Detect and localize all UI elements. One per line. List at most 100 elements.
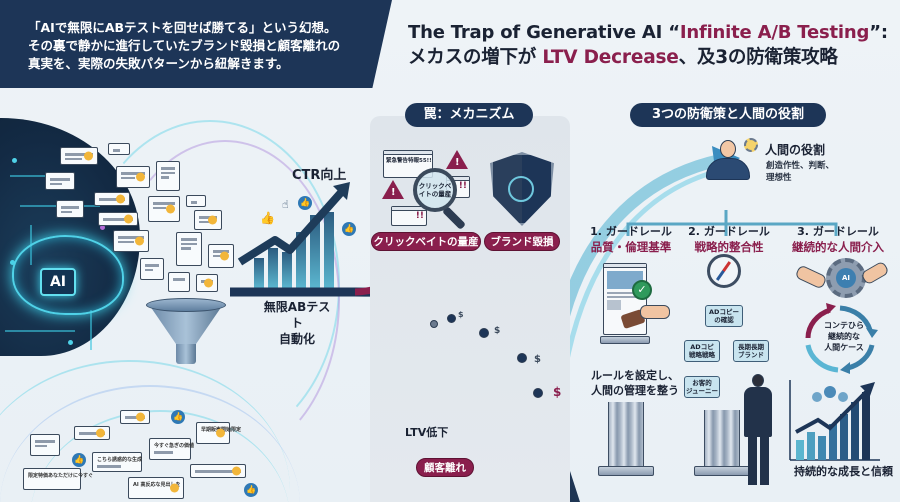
circuit-node <box>68 340 73 345</box>
businessman-body-icon <box>744 387 772 437</box>
title-line1-suffix: ”: <box>869 22 888 43</box>
chat-bubble <box>56 200 84 218</box>
chat-bubble <box>190 464 246 478</box>
chat-bubble <box>194 210 222 230</box>
rule-setting-text: ルールを設定し、 人間の管理を整う <box>591 369 679 397</box>
ai-gear-label: AI <box>836 268 856 288</box>
chat-bubble <box>113 230 149 252</box>
intro-line-2: その裏で静かに進行していたブランド毀損と顧客離れの <box>28 38 341 53</box>
circuit-node <box>12 158 17 163</box>
warning-icon <box>446 150 468 169</box>
chat-bubble <box>208 244 234 268</box>
chat-bubble: 早期販売開始限定 <box>196 422 241 444</box>
customer-icon <box>447 314 456 323</box>
dollar-icon: $ <box>494 326 501 336</box>
chat-bubble <box>196 274 218 292</box>
ai-chip-icon: AI <box>40 268 76 296</box>
flow-box-ad-strategy: ADコピ 戦略戦略 <box>684 340 720 362</box>
cycle-text: コンテひら 継続的な 人間ケース <box>824 321 864 352</box>
human-head-icon <box>720 140 736 158</box>
globe-icon <box>508 176 534 202</box>
chat-bubble: AI 高反応な見出しを <box>128 477 184 499</box>
like-icon: 👍 <box>171 410 185 424</box>
customer-icon <box>533 388 543 398</box>
businessman-leg <box>748 435 757 485</box>
emoji-icon <box>216 428 225 438</box>
sustainable-growth-label: 持続的な成長と信頼 <box>794 465 893 478</box>
title-line1-accent: Infinite A/B Testing <box>679 22 870 43</box>
thumbs-up-icon: 👍 <box>260 211 275 225</box>
like-icon: 👍 <box>244 483 258 497</box>
warning-mark: ! <box>455 157 460 168</box>
chat-bubble <box>148 196 180 222</box>
checkmark-icon: ✓ <box>632 280 652 300</box>
pillar-2 <box>704 410 740 468</box>
intro-line-3: 真実を、実際の失敗パターンから紐解きます。 <box>28 56 289 71</box>
growth-bar <box>282 252 292 288</box>
magnifier-icon: クリックベ イトの量産 <box>413 168 457 212</box>
chat-bubble <box>45 172 75 190</box>
title-line2-prefix: メカスの増下が <box>408 47 543 68</box>
chat-bubble <box>168 272 190 292</box>
emoji-icon <box>232 466 241 476</box>
emoji-icon <box>136 172 145 182</box>
data-stream <box>30 410 290 502</box>
businessman-leg <box>760 435 769 485</box>
intro-line-1: 「AIで無限にABテストを回せば勝てる」という幻想。 <box>28 20 337 35</box>
title-line2-accent: LTV Decrease <box>542 47 679 68</box>
human-role-desc: 創造作性、判断、 理想性 <box>766 161 835 183</box>
customer-churn-label: 顧客離れ <box>416 458 474 477</box>
chat-bubble <box>30 434 60 456</box>
chat-bubble <box>98 212 138 226</box>
circuit-line <box>10 175 70 177</box>
customer-icon <box>430 320 438 328</box>
emoji-icon <box>116 194 125 204</box>
ltv-decrease-label: LTV低下 <box>405 426 449 439</box>
infinite-ab-label: 無限ABテスト 自動化 <box>263 300 331 346</box>
human-role-title: 人間の役割 <box>765 143 826 157</box>
emoji-icon <box>170 483 179 493</box>
chat-bubble <box>116 166 150 188</box>
growth-bar <box>296 232 306 288</box>
chat-bubble <box>120 410 150 424</box>
like-icon: 👍 <box>342 222 356 236</box>
clickbait-label: クリックベイトの量産 <box>371 232 481 251</box>
growth-bar <box>310 215 320 288</box>
title-line2-suffix: 、及3の防衛策攻略 <box>678 47 838 68</box>
chat-bubble <box>176 232 202 266</box>
chat-bubble <box>156 161 180 191</box>
chat-bubble: 今すぐ急ぎの価値 <box>149 438 194 460</box>
chat-bubble <box>74 426 110 440</box>
businessman-head-icon <box>752 374 764 387</box>
ctr-up-label: CTR向上 <box>292 168 347 183</box>
team-icon <box>824 386 836 398</box>
warning-icon <box>382 180 404 199</box>
funnel-rim <box>146 298 226 312</box>
idea-gear-icon <box>744 138 758 152</box>
growth-bar <box>268 248 278 288</box>
intro-banner <box>0 0 392 88</box>
flow-box-ad-review: ADコピー の確認 <box>705 305 743 327</box>
chat-bubble: 限定特価あなただけに今すぐ <box>23 468 93 490</box>
data-stream <box>110 140 340 460</box>
like-icon: 👍 <box>72 453 86 467</box>
emoji-icon <box>84 151 93 161</box>
dollar-icon: $ <box>458 310 464 319</box>
brand-damage-label: ブランド毀損 <box>484 232 560 251</box>
cursor-click-icon: ☝ <box>282 198 289 211</box>
flow-box-long-term-brand: 長期長期 ブランド <box>733 340 769 362</box>
flow-box-customer-journey: お客的 ジューニー <box>684 376 720 398</box>
guardrail-3: 3. ガードレール 継続的な人間介入 <box>792 225 884 254</box>
emoji-icon <box>220 251 229 261</box>
customer-icon <box>517 353 527 363</box>
dollar-icon: $ <box>534 354 541 365</box>
funnel-neck <box>176 344 196 364</box>
customer-icon <box>479 328 489 338</box>
data-stream <box>0 385 300 502</box>
emoji-icon <box>96 428 105 438</box>
data-stream <box>0 360 290 502</box>
title-line1-prefix: The Trap of Generative AI “ <box>408 22 680 43</box>
chat-bubble <box>186 195 206 207</box>
circuit-line <box>5 330 75 332</box>
like-icon: 👍 <box>298 196 312 210</box>
